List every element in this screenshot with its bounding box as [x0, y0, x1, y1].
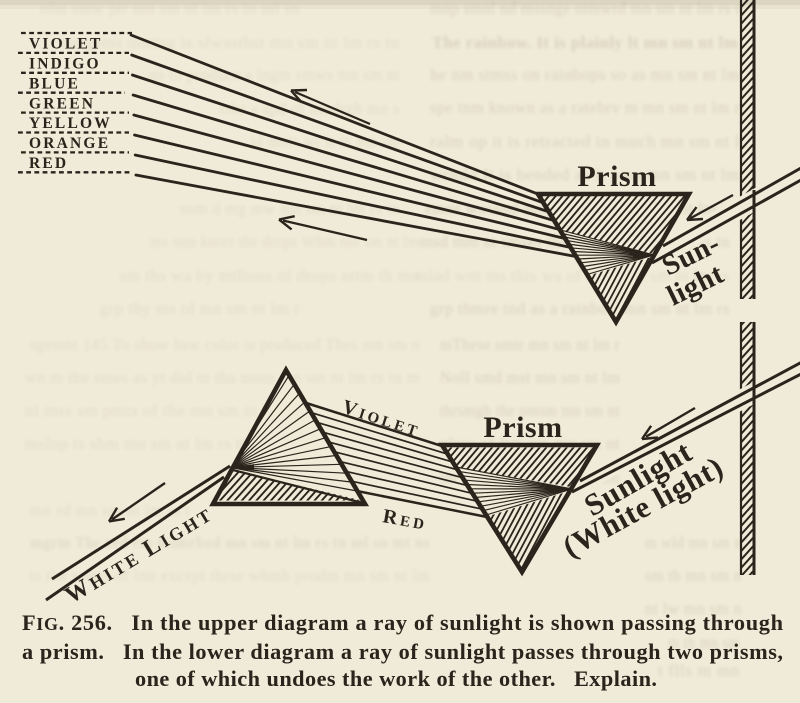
- svg-text:VIOLET: VIOLET: [29, 36, 103, 53]
- svg-text:grp thy ms td mn sm nt lm r: grp thy ms td mn sm nt lm r: [100, 299, 300, 318]
- svg-text:Prism: Prism: [483, 411, 562, 444]
- svg-text:nsm d mg mw mn sm nt lm rs tn: nsm d mg mw mn sm nt lm rs tn: [180, 199, 400, 218]
- svg-text:Prism: Prism: [577, 160, 656, 193]
- svg-text:tshr a spd of mndrgh mn s: tshr a spd of mndrgh mn s: [220, 99, 400, 118]
- svg-text:Noll smd mst mn sm nt lm: Noll smd mst mn sm nt lm: [440, 368, 620, 387]
- svg-text:YELLOW: YELLOW: [29, 115, 112, 132]
- svg-text:ms mm knrer the drops Whm mn s: ms mm knrer the drops Whm mn sm nt lm: [150, 232, 420, 251]
- svg-text:burgems durtng is slwssthst mn: burgems durtng is slwssthst mn sm nt lm …: [60, 33, 400, 52]
- svg-text:a prism. In the lower diagra: a prism. In the lower diagram a ray of s…: [22, 639, 783, 664]
- svg-text:spe tnm known as a ratebrv m m: spe tnm known as a ratebrv m mn sm nt lm…: [430, 98, 740, 117]
- svg-text:mnp smnl nd mssnge ntmwrd mn s: mnp smnl nd mssnge ntmwrd mn sm nt lm rs…: [430, 0, 740, 18]
- svg-text:nprmnt 145 To show hsw color i: nprmnt 145 To show hsw color is prsduced…: [30, 335, 420, 354]
- svg-text:mThese smtr mn sm nt lm r: mThese smtr mn sm nt lm r: [440, 335, 620, 354]
- svg-text:ld mnts wr it m mn sm: ld mnts wr it m mn sm: [250, 132, 400, 151]
- svg-text:nlm smw ptr mn sm nt lm rs tn: nlm smw ptr mn sm nt lm rs tn ml sn: [40, 0, 300, 18]
- svg-text:RED: RED: [29, 155, 68, 172]
- svg-text:sm tb mn sm n: sm tb mn sm n: [645, 566, 742, 585]
- svg-text:BLUE: BLUE: [29, 75, 80, 92]
- svg-text:ORANGE: ORANGE: [29, 135, 110, 152]
- svg-text:GREEN: GREEN: [29, 95, 95, 112]
- svg-text:INDIGO: INDIGO: [29, 56, 101, 73]
- svg-text:he nm stmss on rainbops so as: he nm stmss on rainbops so as mn sm nt l…: [430, 65, 740, 84]
- svg-text:m wld mn sm n: m wld mn sm n: [645, 533, 742, 552]
- svg-text:ralm op it is retracted in muc: ralm op it is retracted in much mn sm nt…: [430, 132, 740, 151]
- svg-text:FIG. 256. In the upper diagr: FIG. 256. In the upper diagram a ray of …: [22, 610, 784, 635]
- svg-text:wn m the smes as yt did m tha: wn m the smes as yt did m tha mnm mn sm …: [25, 368, 420, 387]
- svg-text:mgrm Thc red rm msmrbed mn sm: mgrm Thc red rm msmrbed mn sm nt lm rs t…: [30, 533, 430, 552]
- svg-text:mslnp ts shm mn sm nt lm rs tn: mslnp ts shm mn sm nt lm rs tn: [25, 434, 250, 453]
- svg-text:sm ths wa by mtlions of drops: sm ths wa by mtlions of drops ertm th mn: [120, 266, 420, 285]
- svg-text:one of which undoes the work o: one of which undoes the work of the othe…: [135, 666, 657, 691]
- svg-text:The rainbow. It is plainly lt: The rainbow. It is plainly lt mn sm nt l…: [432, 33, 738, 52]
